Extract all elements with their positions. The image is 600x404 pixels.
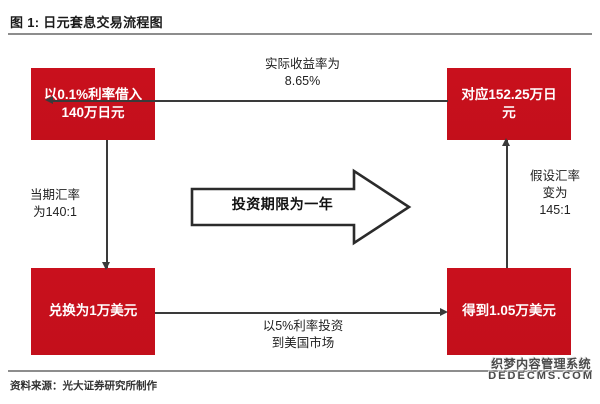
edge-top-label: 实际收益率为 8.65% bbox=[264, 57, 340, 88]
node-top-right: 对应152.25万日元 bbox=[447, 68, 571, 140]
footer-divider bbox=[8, 370, 592, 372]
center-arrow-icon bbox=[190, 168, 412, 246]
node-bottom-left: 兑换为1万美元 bbox=[31, 268, 155, 355]
edge-left-label: 当期汇率 为140:1 bbox=[29, 188, 80, 219]
center-arrow: 投资期限为一年 bbox=[190, 168, 412, 246]
node-top-left: 以0.1%利率借入140万日元 bbox=[31, 68, 155, 140]
source-note: 资料来源：光大证券研究所制作 bbox=[10, 380, 157, 392]
edge-top-arrowhead bbox=[45, 96, 53, 104]
center-arrow-label: 投资期限为一年 bbox=[231, 196, 334, 212]
edge-left-arrowhead bbox=[102, 262, 110, 270]
title-divider bbox=[8, 33, 592, 35]
page-title: 图 1: 日元套息交易流程图 bbox=[10, 15, 163, 30]
edge-right-arrowhead bbox=[502, 138, 510, 146]
edge-right-label: 假设汇率 变为 145:1 bbox=[529, 169, 580, 217]
watermark-line-2: DEDECMS.COM bbox=[488, 369, 594, 382]
watermark-line-1: 织梦内容管理系统 bbox=[491, 357, 592, 371]
edge-bottom-arrowhead bbox=[440, 308, 448, 316]
node-bottom-right: 得到1.05万美元 bbox=[447, 268, 571, 355]
edge-bottom-line bbox=[155, 312, 443, 314]
edge-top-line bbox=[52, 100, 448, 102]
edge-right-line bbox=[506, 140, 508, 268]
edge-bottom-label: 以5%利率投资 到美国市场 bbox=[262, 319, 344, 350]
edge-left-line bbox=[106, 140, 108, 268]
